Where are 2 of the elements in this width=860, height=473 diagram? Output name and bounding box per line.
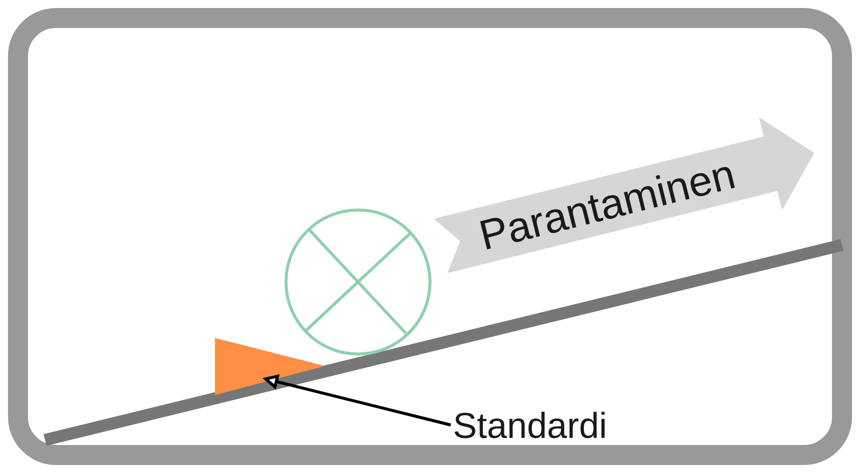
wedge — [215, 338, 325, 395]
label-text: Standardi — [454, 412, 605, 438]
